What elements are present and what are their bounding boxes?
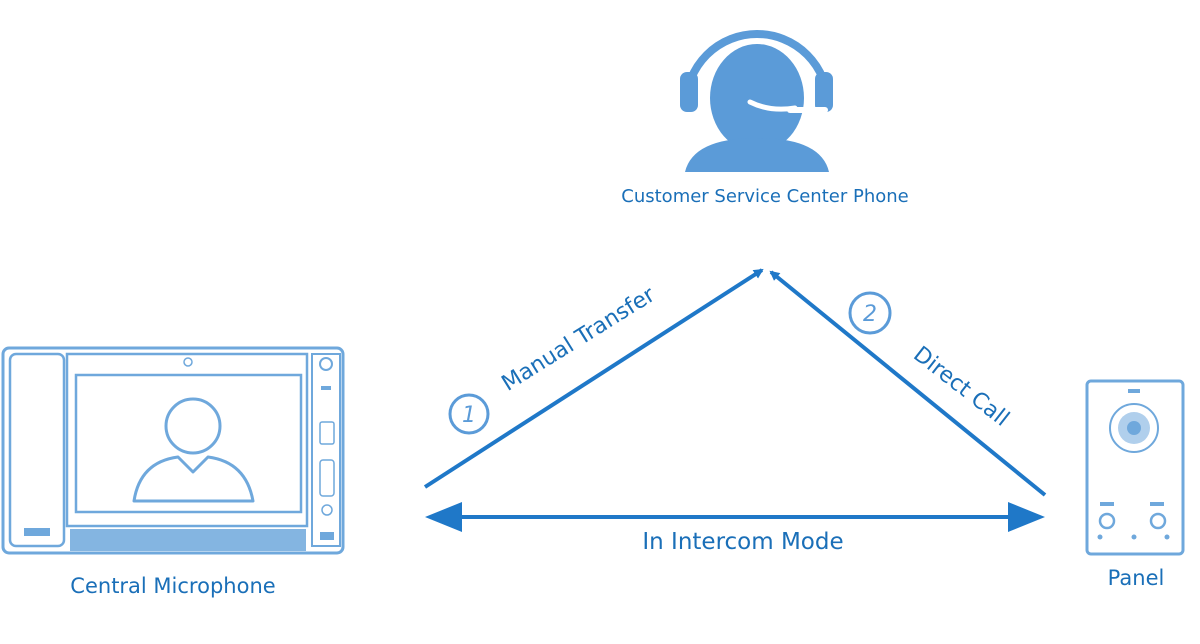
- intercom-arrowhead-right: [1008, 502, 1045, 532]
- direct-call-label: Direct Call: [908, 342, 1013, 432]
- direct-call-arrow: [769, 270, 1047, 497]
- center-node-label: Customer Service Center Phone: [621, 186, 908, 207]
- step-2-badge: 2: [848, 291, 892, 335]
- intercom-mode-label: In Intercom Mode: [642, 529, 843, 555]
- panel-device-icon: [1085, 379, 1185, 556]
- right-node-label: Panel: [1108, 566, 1165, 590]
- step-1-number: 1: [462, 403, 476, 428]
- central-microphone-device-icon: [1, 346, 345, 555]
- headset-agent-icon: [680, 30, 833, 172]
- manual-transfer-label: Manual Transfer: [498, 282, 661, 397]
- left-node-label: Central Microphone: [70, 574, 275, 598]
- intercom-arrowhead-left: [425, 502, 462, 532]
- step-2-number: 2: [863, 302, 877, 327]
- step-1-badge: 1: [448, 393, 490, 435]
- manual-transfer-arrow: [423, 268, 764, 489]
